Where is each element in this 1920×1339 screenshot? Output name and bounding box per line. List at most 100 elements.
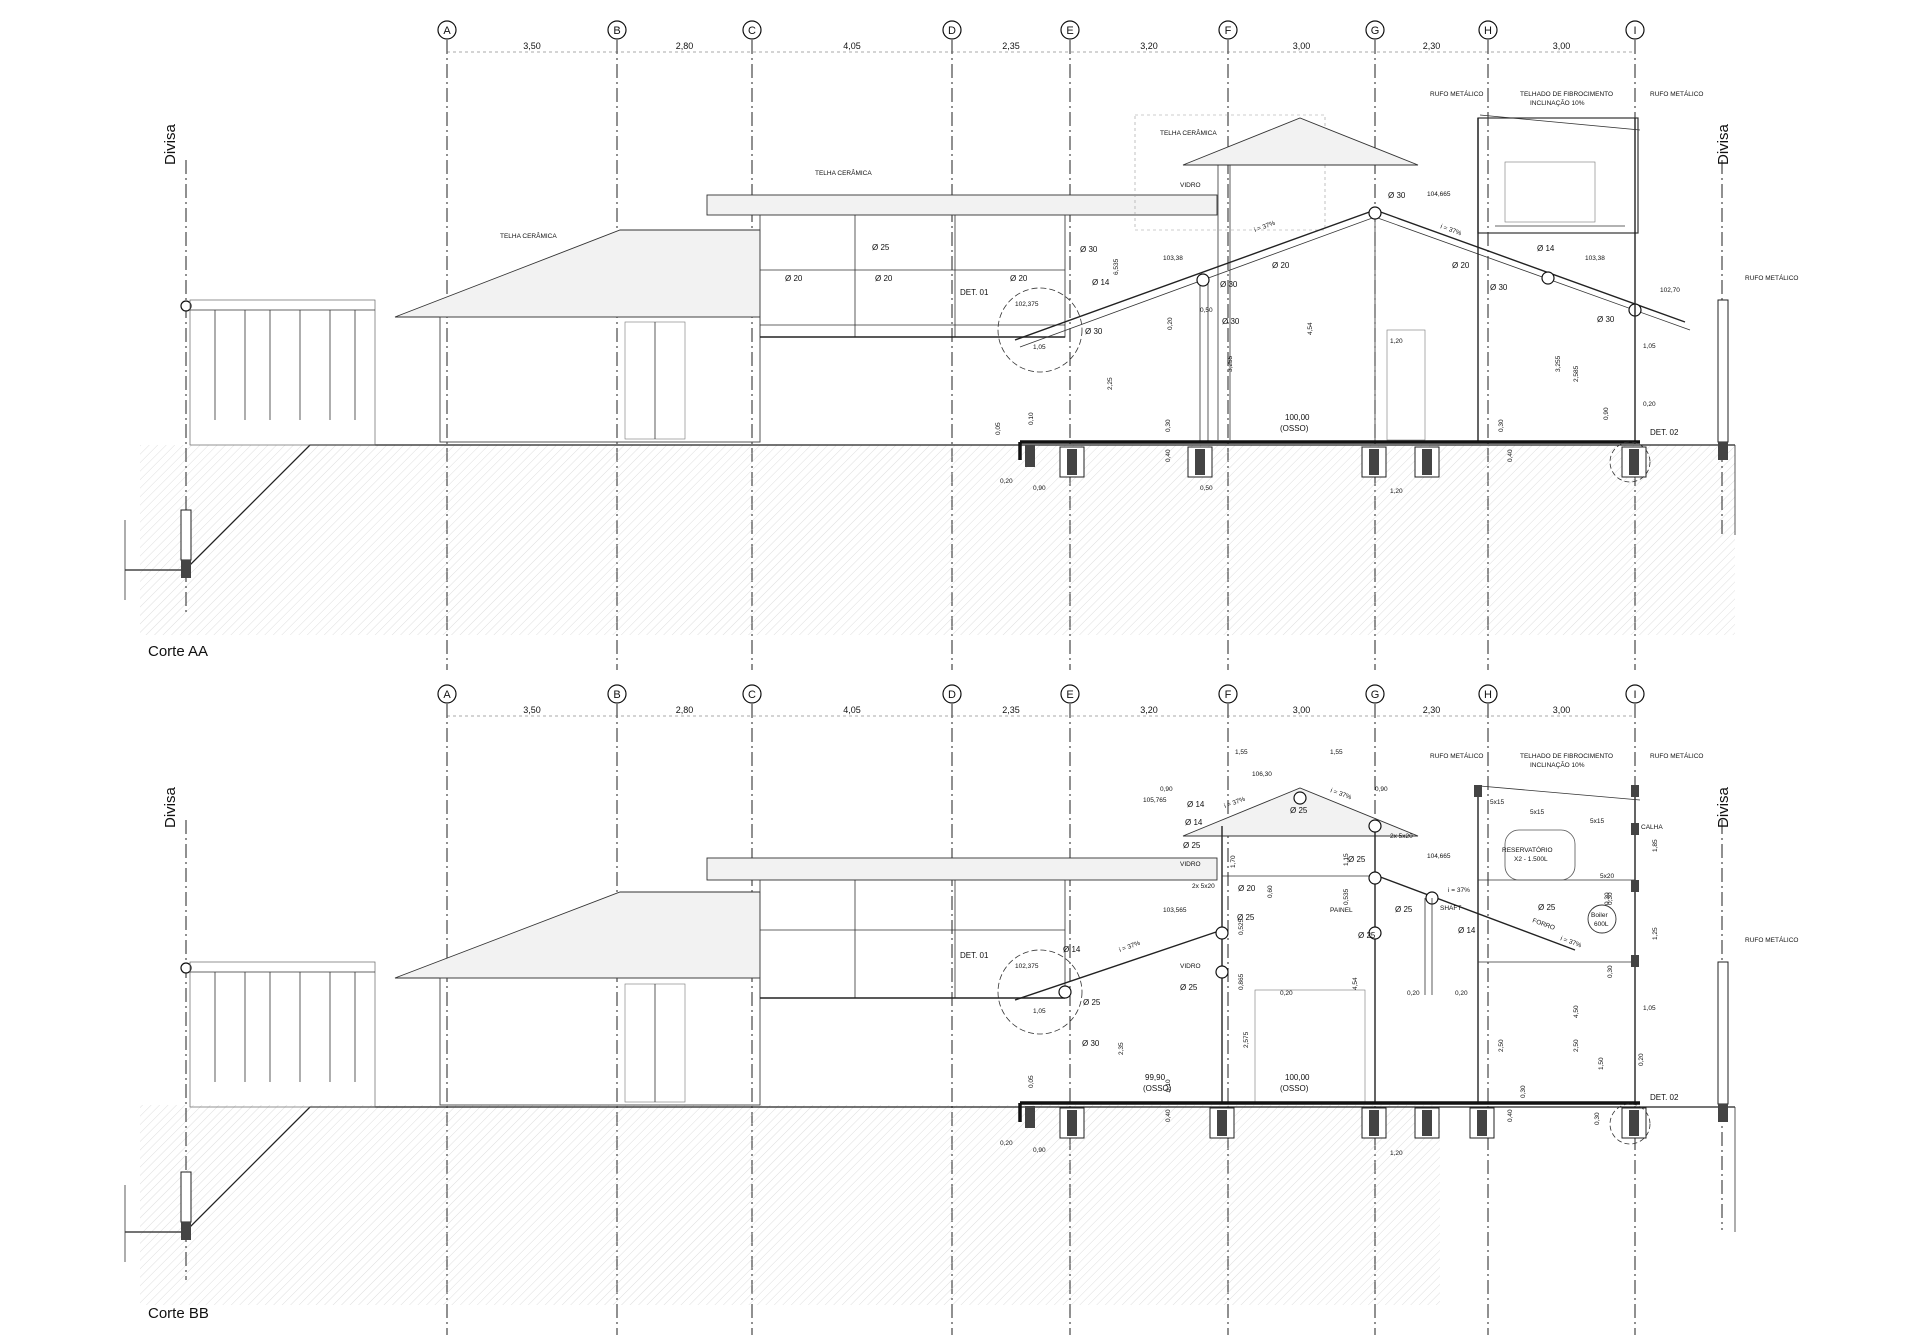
level-c-aa: 103,38	[1585, 255, 1605, 262]
dimension-label: 4,54	[1307, 322, 1314, 335]
axis-bubble-G	[1365, 684, 1385, 704]
span-label: 2,80	[676, 41, 694, 51]
label-telhado-fibro: TELHADO DE FIBROCIMENTO	[1520, 91, 1613, 98]
axis-bubble-H	[1478, 684, 1498, 704]
left-footing	[181, 560, 191, 578]
ground-hatch	[140, 445, 1735, 635]
sec-2x-2: 2x 5x20	[1390, 833, 1413, 840]
slope-1-aa: i = 37%	[1253, 220, 1276, 234]
level-d-bb: 103,565	[1163, 907, 1187, 914]
axis-label-F: F	[1225, 25, 1232, 37]
dimension-label: 1,05	[1033, 1008, 1046, 1015]
slope-2-bb: i = 37%	[1329, 787, 1352, 801]
pipe-label: Ø 30	[1085, 327, 1103, 336]
pipe-label: Ø 25	[1358, 931, 1376, 940]
central-gable-aa	[1014, 114, 1691, 442]
level-e-bb: 102,375	[1015, 963, 1039, 970]
dimension-label: 1,20	[1390, 1150, 1403, 1157]
axis-label-D: D	[948, 25, 956, 37]
detail-circle-02-bb	[1609, 1103, 1651, 1145]
pipe-label: Ø 30	[1490, 283, 1508, 292]
dimension-label: 0,30	[1498, 419, 1505, 432]
axis-label-G: G	[1371, 689, 1380, 701]
label-forro: FORRO	[1531, 917, 1555, 932]
dimension-label: 1,55	[1235, 749, 1248, 756]
dimension-label: 0,20	[1455, 990, 1468, 997]
axis-bubble-F	[1218, 684, 1238, 704]
label-rufo-1-bb: RUFO METÁLICO	[1430, 751, 1483, 760]
axis-bubble-E	[1060, 20, 1080, 40]
label-telha-3: TELHA CERÂMICA	[1160, 128, 1217, 137]
label-vidro: VIDRO	[1180, 182, 1201, 189]
dimension-label: 0,20	[1407, 990, 1420, 997]
dimension-label: 0,90	[1160, 786, 1173, 793]
ground-line-bb	[125, 1106, 1735, 1233]
left-footing-bb	[181, 1222, 191, 1240]
pipe-label: Ø 30	[1080, 245, 1098, 254]
pipe-label: Ø 20	[1238, 884, 1256, 893]
divisa-label-left-bb: Divisa	[162, 787, 179, 828]
pipe-label: Ø 25	[1183, 841, 1201, 850]
pipe-label: Ø 14	[1537, 244, 1555, 253]
span-label: 3,50	[523, 705, 541, 715]
label-det01-aa: DET. 01	[960, 288, 989, 297]
axis-bubble-D	[942, 20, 962, 40]
dimension-label: 0,30	[1607, 892, 1614, 905]
span-label: 2,35	[1002, 705, 1020, 715]
pipe-label: Ø 30	[1597, 315, 1615, 324]
sec-5x15-1: 5x15	[1490, 799, 1504, 806]
label-det01-bb: DET. 01	[960, 951, 989, 960]
label-rufo-2: RUFO METÁLICO	[1650, 89, 1703, 98]
pipe-label: Ø 20	[785, 274, 803, 283]
label-det02-bb: DET. 02	[1650, 1093, 1679, 1102]
tank-room-aa	[1477, 114, 1641, 442]
dimension-label: 0,40	[1165, 449, 1172, 462]
axis-label-C: C	[748, 25, 756, 37]
label-painel: PAINEL	[1330, 907, 1353, 914]
axis-bubble-C	[742, 20, 762, 40]
axis-bubble-D	[942, 684, 962, 704]
label-inclinacao: INCLINAÇÃO 10%	[1530, 98, 1585, 107]
label-reservatorio: RESERVATÓRIO	[1502, 845, 1553, 854]
detail-circle-01-bb	[997, 949, 1083, 1035]
level-a-bb: 105,765	[1143, 797, 1167, 804]
sec-5x15-3: 5x15	[1590, 818, 1604, 825]
divisa-label-right-bb: Divisa	[1715, 787, 1732, 828]
dimension-label: 0,20	[1280, 990, 1293, 997]
axis-bubble-A	[437, 684, 457, 704]
span-label: 3,20	[1140, 41, 1158, 51]
level-low-sub-bb: (OSSO)	[1143, 1084, 1172, 1093]
pipe-label: Ø 30	[1222, 317, 1240, 326]
pipe-label: Ø 30	[1082, 1039, 1100, 1048]
span-label: 4,05	[843, 41, 861, 51]
left-wall	[180, 509, 192, 561]
label-rufo-2-bb: RUFO METÁLICO	[1650, 751, 1703, 760]
dimension-label: 0,05	[1028, 1075, 1035, 1088]
dimension-label: 0,30	[1520, 1085, 1527, 1098]
pergola	[189, 299, 376, 446]
label-shaft: SHAFT	[1440, 905, 1461, 912]
level-main-bb: 100,00	[1285, 1073, 1310, 1082]
slope-3-bb: i = 37%	[1118, 940, 1141, 954]
ground-line	[125, 444, 1735, 571]
dimension-label: 6,535	[1113, 258, 1120, 275]
pipe-label: Ø 14	[1063, 945, 1081, 954]
dimension-label: 0,865	[1238, 973, 1245, 990]
slope-1-bb: i = 37%	[1223, 796, 1246, 810]
dimension-label: 0,20	[1000, 478, 1013, 485]
pipe-label: Ø 20	[1010, 274, 1028, 283]
dimension-label: 0,50	[1200, 485, 1213, 492]
axis-bubble-G	[1365, 20, 1385, 40]
axis-bubble-F	[1218, 20, 1238, 40]
axis-bubble-A	[437, 20, 457, 40]
label-inclinacao-bb: INCLINAÇÃO 10%	[1530, 760, 1585, 769]
pipe-label: Ø 14	[1092, 278, 1110, 287]
axis-label-A: A	[443, 25, 451, 37]
section-title-aa: Corte AA	[148, 643, 208, 660]
dimension-labels-aa: 6,5350,500,203,2554,542,251,050,050,100,…	[995, 258, 1656, 495]
dimension-label: 1,85	[1652, 839, 1659, 852]
pipe-label: Ø 25	[1180, 983, 1198, 992]
pipe-label: Ø 25	[1348, 855, 1366, 864]
pipe-label: Ø 25	[1290, 806, 1308, 815]
